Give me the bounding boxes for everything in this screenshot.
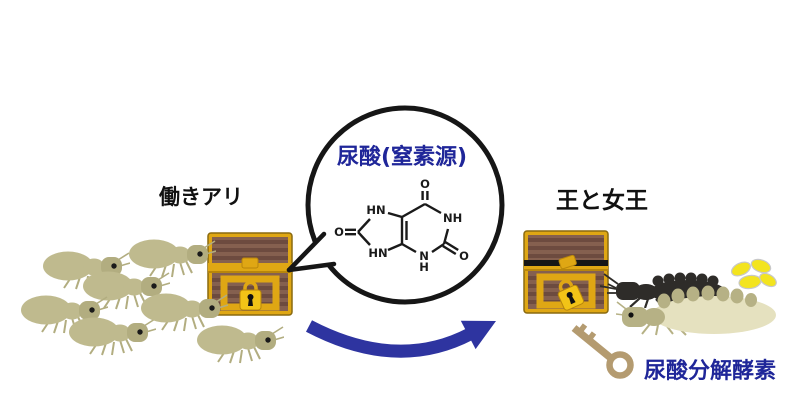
eggs-illustration — [730, 258, 777, 290]
atom-label-hn-upper-left: HN — [366, 203, 385, 217]
atom-label-o-top: O — [420, 177, 430, 191]
unlocked-treasure-chest — [523, 230, 609, 314]
atom-label-hn-lower-left: HN — [368, 246, 387, 260]
closed-padlock-icon — [239, 280, 262, 311]
atom-label-h-bottom: H — [419, 260, 429, 274]
atom-label-n-bottom: N — [419, 249, 429, 263]
transfer-arrow — [305, 320, 496, 358]
atom-label-o-left: O — [334, 225, 344, 239]
termite-queen-illustration — [616, 285, 776, 336]
enzyme-label: 尿酸分解酵素 — [643, 359, 776, 384]
uric-acid-structure: O NH O N H HN O HN — [334, 177, 469, 274]
locked-treasure-chest — [207, 232, 293, 316]
king-queen-label: 王と女王 — [556, 188, 648, 214]
atom-label-nh-right: NH — [443, 211, 462, 225]
atom-label-o-lower-right: O — [459, 249, 469, 263]
open-padlock-icon — [557, 279, 585, 311]
worker-termite — [196, 314, 284, 366]
uric-acid-title: 尿酸(窒素源) — [336, 145, 468, 170]
enzyme-key-icon — [571, 323, 634, 379]
worker-ants-label: 働きアリ — [159, 185, 243, 209]
